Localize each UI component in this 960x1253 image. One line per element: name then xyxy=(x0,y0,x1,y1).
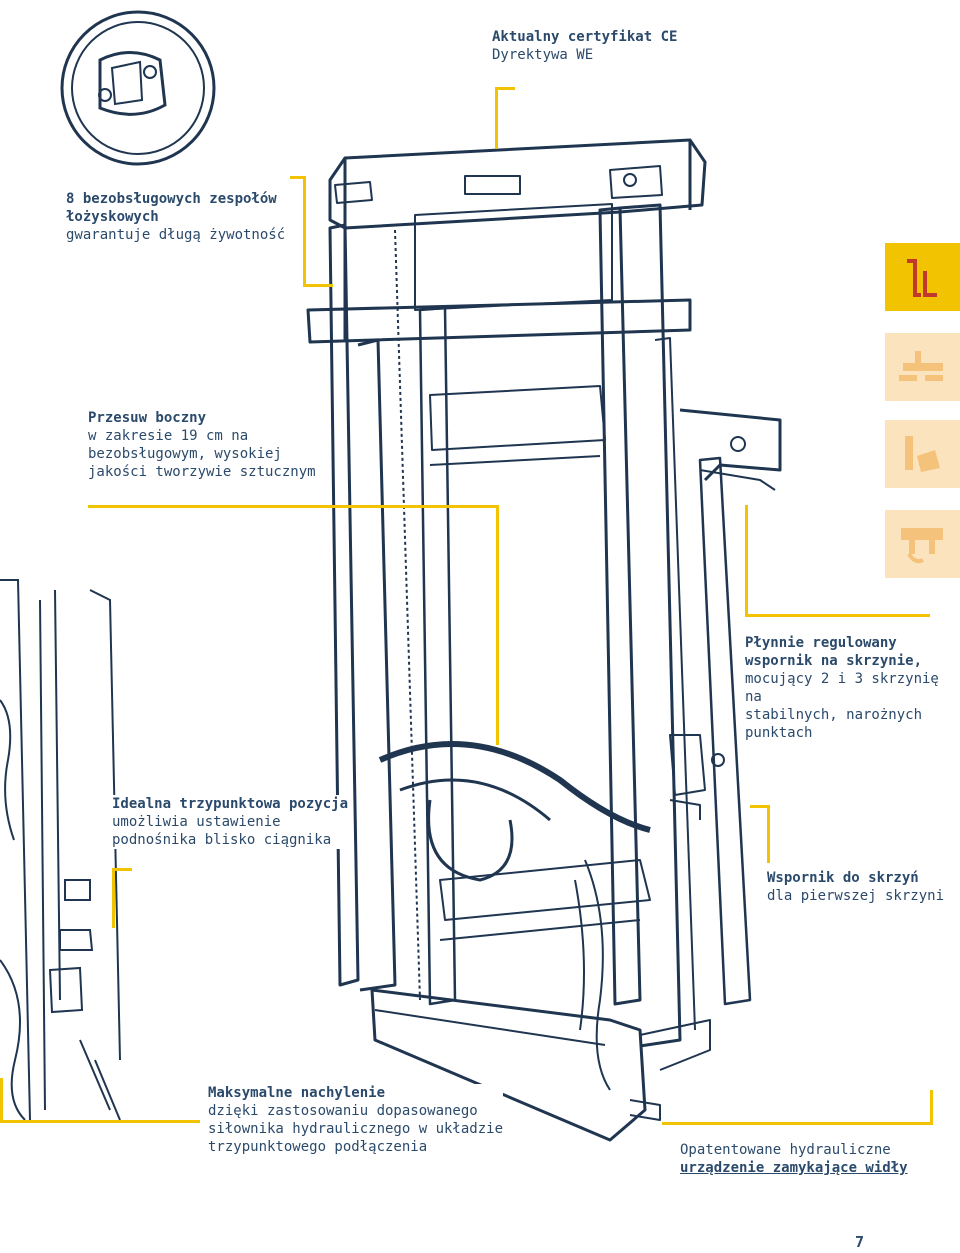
leader-line-ce-h xyxy=(495,87,515,90)
leader-line-fork-lock-v xyxy=(930,1090,933,1125)
callout-three-point-line1: umożliwia ustawienie xyxy=(112,814,281,830)
callout-tilt-line2: siłownika hydraulicznego w układzie xyxy=(208,1121,504,1137)
callout-bearings-title-2: łożyskowych xyxy=(66,209,159,225)
leader-line-bearings-h xyxy=(290,176,306,179)
leader-line-sideshift-v xyxy=(496,505,499,745)
platform-icon xyxy=(899,351,943,381)
callout-sideshift-line1: w zakresie 19 cm na xyxy=(88,428,249,444)
callout-first-crate: Wspornik do skrzyń dla pierwszej skrzyni xyxy=(767,869,944,905)
callout-fork-lock-line1: Opatentowane hydrauliczne xyxy=(680,1142,891,1158)
callout-tilt-title: Maksymalne nachylenie xyxy=(208,1085,386,1101)
callout-first-crate-title: Wspornik do skrzyń xyxy=(767,870,919,886)
leader-line-crate-support xyxy=(745,505,748,615)
callout-sideshift-line3: jakości tworzywie sztucznym xyxy=(88,464,316,480)
callout-sideshift-line2: bezobsługowym, wysokiej xyxy=(88,446,282,462)
tilt-icon xyxy=(905,436,940,472)
callout-ce-title: Aktualny certyfikat CE xyxy=(492,29,678,45)
callout-tilt-line3: trzypunktowego podłączenia xyxy=(208,1139,428,1155)
tab-clamp[interactable] xyxy=(885,510,960,578)
callout-bearings: 8 bezobsługowych zespołów łożyskowych gw… xyxy=(66,190,285,244)
leader-line-three-point-h xyxy=(112,868,132,871)
callout-three-point-line2: podnośnika blisko ciągnika xyxy=(112,832,332,848)
callout-tilt-line1: dzięki zastosowaniu dopasowanego xyxy=(208,1103,478,1119)
leader-line-sideshift xyxy=(88,505,498,508)
callout-crate-support-line3: punktach xyxy=(745,725,813,741)
callout-ce-body: Dyrektywa WE xyxy=(492,47,594,63)
leader-line-bearings xyxy=(303,176,306,286)
leader-line-crate-support-h xyxy=(745,614,930,617)
leader-line-three-point xyxy=(112,868,115,928)
callout-tilt: Maksymalne nachylenie dzięki zastosowani… xyxy=(208,1084,504,1156)
callout-crate-support-title-1: Płynnie regulowany xyxy=(745,635,897,651)
leader-line-tilt xyxy=(0,1078,3,1123)
clamp-icon xyxy=(901,528,943,564)
callout-fork-lock-line2: urządzenie zamykające widły xyxy=(680,1160,908,1176)
callout-crate-support: Płynnie regulowany wspornik na skrzynie,… xyxy=(745,634,960,742)
tab-lift[interactable] xyxy=(885,243,960,311)
callout-sideshift: Przesuw boczny w zakresie 19 cm na bezob… xyxy=(88,409,316,481)
leader-line-ce xyxy=(495,87,498,149)
page-number: 7 xyxy=(855,1233,865,1251)
callout-crate-support-line1: mocujący 2 i 3 skrzynię na xyxy=(745,671,939,705)
callout-crate-support-line2: stabilnych, narożnych xyxy=(745,707,923,723)
tab-platform[interactable] xyxy=(885,333,960,401)
callout-three-point: Idealna trzypunktowa pozycja umożliwia u… xyxy=(112,795,349,849)
tab-tilt[interactable] xyxy=(885,420,960,488)
lift-icon xyxy=(907,259,937,297)
callout-fork-lock: Opatentowane hydrauliczne urządzenie zam… xyxy=(680,1141,908,1177)
leader-line-first-crate-v xyxy=(767,805,770,863)
leader-line-first-crate xyxy=(750,805,770,808)
callout-bearings-title-1: 8 bezobsługowych zespołów xyxy=(66,191,277,207)
leader-line-tilt-h xyxy=(0,1120,200,1123)
leader-line-bearings-end xyxy=(303,284,333,287)
callout-first-crate-body: dla pierwszej skrzyni xyxy=(767,888,945,904)
callout-three-point-title: Idealna trzypunktowa pozycja xyxy=(112,796,349,812)
callout-bearings-body: gwarantuje długą żywotność xyxy=(66,227,286,243)
leader-line-fork-lock xyxy=(662,1122,932,1125)
callout-sideshift-title: Przesuw boczny xyxy=(88,410,207,426)
callout-crate-support-title-2: wspornik na skrzynie, xyxy=(745,653,923,669)
callout-ce-certificate: Aktualny certyfikat CE Dyrektywa WE xyxy=(492,28,677,64)
